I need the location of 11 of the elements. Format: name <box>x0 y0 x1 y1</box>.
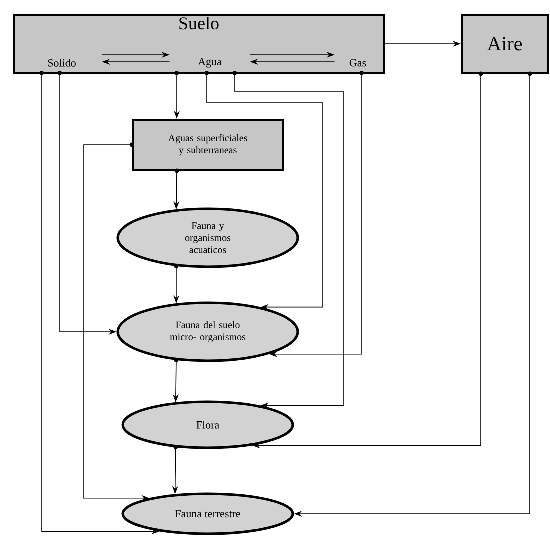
process-box: Aire <box>461 14 549 74</box>
arrow <box>206 72 324 310</box>
ellipse-node: Fauna terrestre <box>122 492 294 536</box>
ellipse-node: Fauna y organismos acuaticos <box>116 208 300 268</box>
ellipse-node: Flora <box>122 400 294 450</box>
process-box: Aguas superficiales y subterraneas <box>132 119 284 171</box>
ellipse-node: Fauna del suelo micro- organismos <box>116 302 300 362</box>
arrow <box>234 72 344 409</box>
text-label: Gas <box>350 59 366 67</box>
text-label: Solido <box>48 59 76 67</box>
text-label: Agua <box>198 58 222 68</box>
